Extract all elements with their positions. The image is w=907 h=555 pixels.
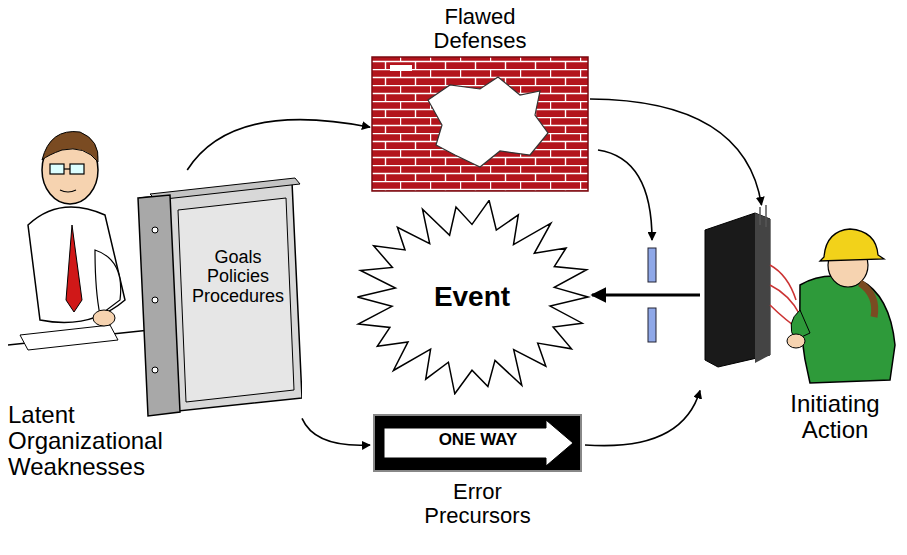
flawed-defenses: Flawed Defenses [370,5,590,193]
text-holder: Error Precursors [370,480,585,528]
flow-arrow [590,99,762,205]
flow-arrow [592,293,700,296]
flow-arrow [302,418,370,445]
text-holder: ONE WAY [428,431,528,449]
text-holder: Initiating Action [768,391,902,443]
text-holder: Latent Organizational Weaknesses [8,402,238,480]
flow-arrow [585,391,700,446]
node-label: Event [434,282,510,312]
node-label: Flawed Defenses [420,5,540,53]
flow-arrow [187,120,370,170]
text-holder: Flawed Defenses [370,5,590,53]
manager-figure [8,132,150,350]
barrier-dash [648,308,656,342]
node-label: Initiating Action [768,391,902,443]
barrier-dash [648,248,656,282]
leader-arrow [598,150,652,240]
node-label: ONE WAY [439,431,518,449]
node-label: Error Precursors [418,480,538,528]
event-burst: Event [352,200,592,395]
node-label: Latent Organizational Weaknesses [8,402,178,480]
initiating-action: Initiating Action [700,205,905,470]
policy-binder: Goals Policies ProceduresLatent Organiza… [0,170,302,515]
error-precursors: ONE WAY Error Precursors [370,410,585,552]
text-holder: Event [352,282,592,312]
text-holder: Goals Policies Procedures [182,248,294,306]
node-label: Goals Policies Procedures [182,248,294,306]
